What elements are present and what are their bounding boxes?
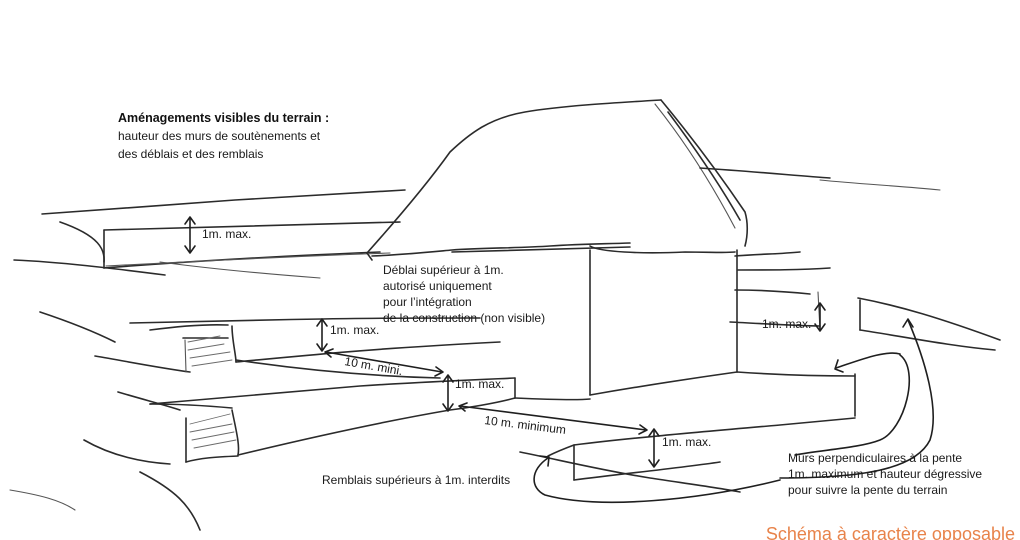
pointer-arrows xyxy=(533,318,934,503)
dimension-arrows xyxy=(184,216,826,468)
front-platform xyxy=(514,371,856,493)
left-slopes xyxy=(9,259,321,531)
label-max-right: 1m. max. xyxy=(762,317,811,331)
label-max-middle-lower: 1m. max. xyxy=(455,377,504,391)
note-deblai-line3: pour l’intégration xyxy=(383,295,472,309)
note-murs-line2: 1m. maximum et hauteur dégressive xyxy=(788,467,982,481)
footer-opposable: Schéma à caractère opposable xyxy=(766,524,1015,540)
note-remblai: Remblais supérieurs à 1m. interdits xyxy=(322,473,510,487)
heading-title: Aménagements visibles du terrain : xyxy=(118,111,329,125)
note-murs-line1: Murs perpendiculaires à la pente xyxy=(788,451,962,465)
note-deblai-line1: Déblai supérieur à 1m. xyxy=(383,263,504,277)
right-terraces xyxy=(699,167,1001,351)
house xyxy=(366,99,749,396)
heading-line1: hauteur des murs de soutènements et xyxy=(118,129,321,143)
note-deblai-line4: de la construction (non visible) xyxy=(383,311,545,325)
note-deblai-line2: autorisé uniquement xyxy=(383,279,492,293)
label-max-upper-left: 1m. max. xyxy=(202,227,251,241)
upper-left-terrace xyxy=(41,189,406,269)
note-murs-line3: pour suivre la pente du terrain xyxy=(788,483,947,497)
label-max-front: 1m. max. xyxy=(662,435,711,449)
label-max-middle-upper: 1m. max. xyxy=(330,323,379,337)
heading-line2: des déblais et des remblais xyxy=(118,147,263,161)
lower-platform xyxy=(149,377,516,463)
